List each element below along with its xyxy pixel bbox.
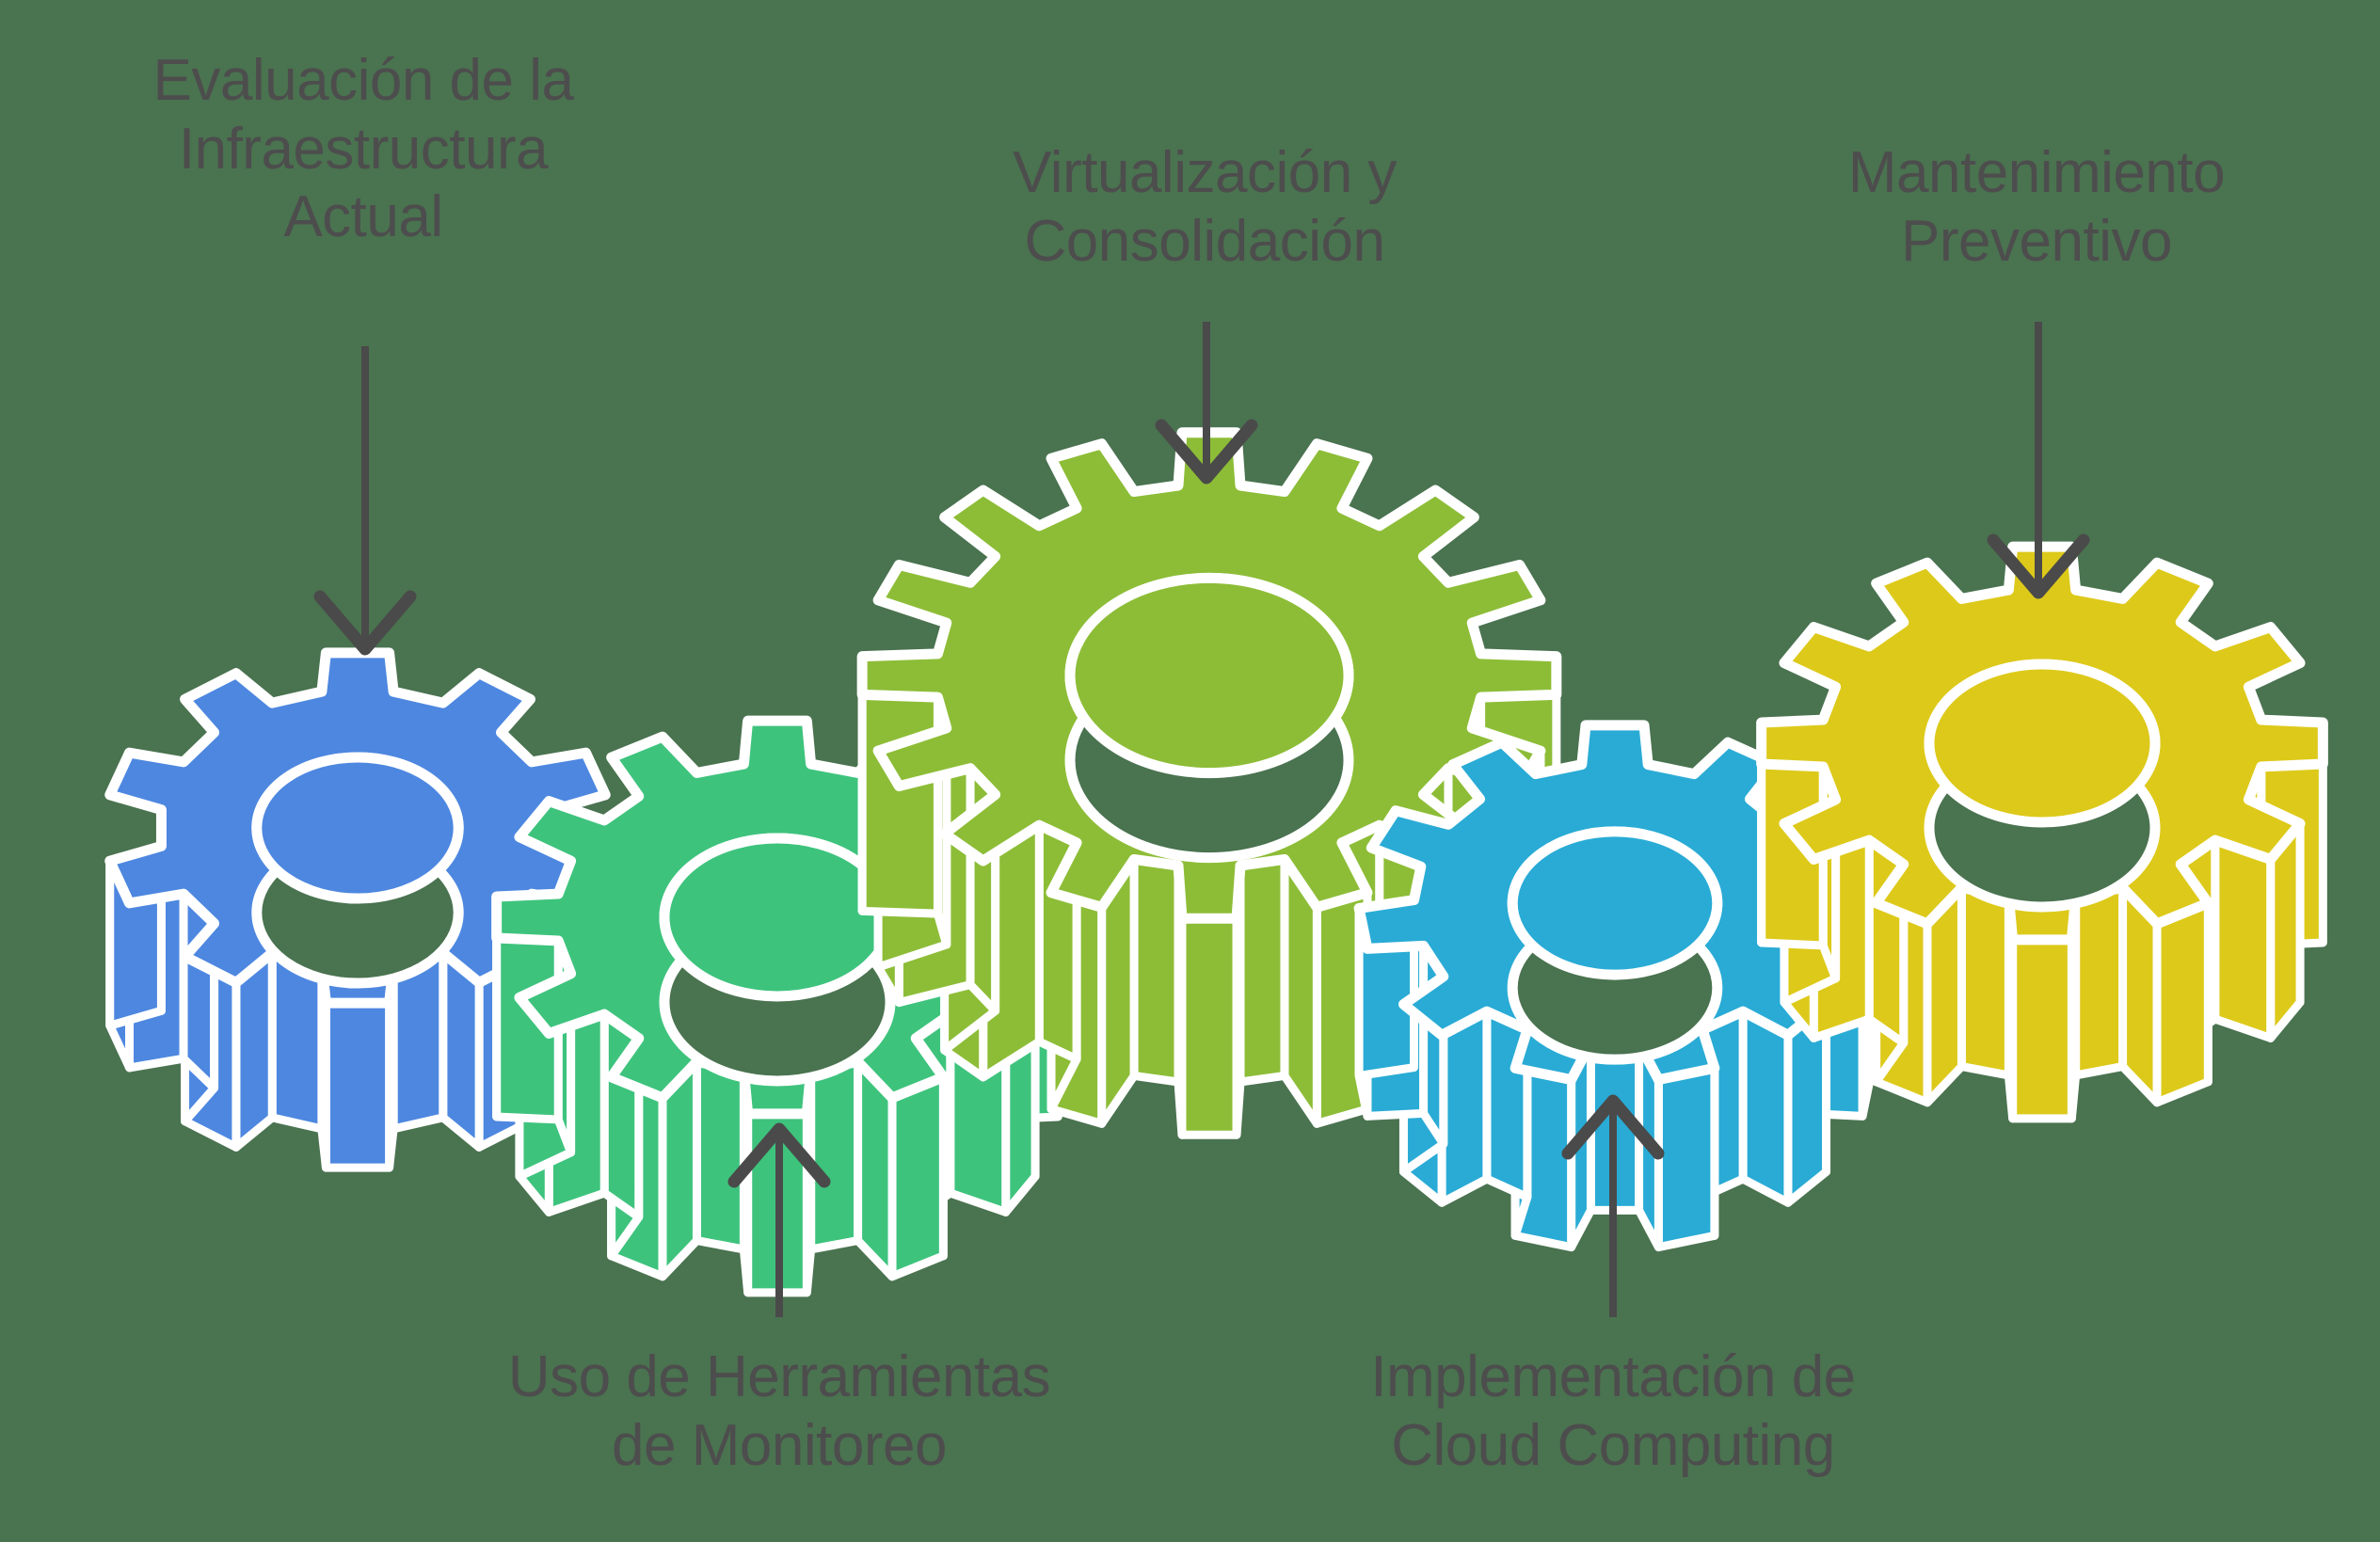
gear-bore-top-step-4 [1507,826,1723,980]
gear-step-4 [1353,720,1877,1252]
step-label-top-3: Mantenimiento Preventivo [1847,140,2226,274]
step-label-top-1: Evaluación de la Infraestructura Actual [152,48,574,250]
gear-bore-top-step-1 [251,752,464,904]
arrow-5-head [1561,1094,1665,1160]
gear-bore-top-step-3 [1064,572,1354,779]
arrow-4 [727,1122,831,1317]
arrow-4-head [727,1122,831,1188]
arrow-2 [1155,322,1258,485]
step-label-bottom-2: Implementación de Cloud Computing [1370,1344,1856,1478]
step-label-top-2: Virtualización y Consolidación [1013,140,1397,274]
arrow-1-head [313,590,417,656]
arrow-3 [1987,322,2090,599]
arrow-2-head [1155,419,1258,485]
arrow-3-head [1987,533,2090,599]
gear-step-5 [1756,541,2328,1123]
gear-body-step-5 [1757,718,2327,1123]
arrow-1 [313,346,417,656]
gear-bore-top-step-5 [1924,659,2161,828]
arrow-5 [1561,1094,1665,1317]
step-label-bottom-1: Uso de Herramientas de Monitoreo [507,1344,1051,1478]
